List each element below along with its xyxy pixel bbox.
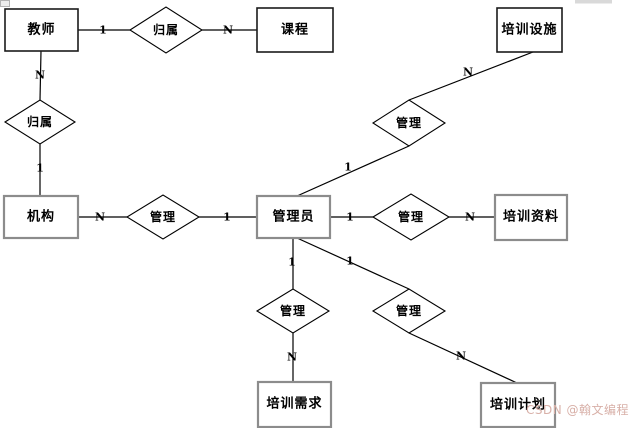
entity-facility xyxy=(496,7,563,53)
corner-artifact xyxy=(0,0,10,7)
cardinality-org-manage1: N xyxy=(95,211,105,224)
entity-course-label: 课程 xyxy=(281,23,309,38)
entity-org xyxy=(2,194,80,240)
entity-material-label: 培训资料 xyxy=(503,209,559,225)
entity-plan xyxy=(479,381,557,428)
cardinality-belong1-course: N xyxy=(223,24,233,37)
entity-course xyxy=(256,7,334,53)
connector-manage5-plan xyxy=(408,332,518,384)
entity-facility-label: 培训设施 xyxy=(501,22,557,38)
relationship-manage1-label: 管理 xyxy=(150,209,176,224)
cardinality-admin-manage4: 1 xyxy=(288,256,296,269)
entity-teacher-label: 教师 xyxy=(26,22,55,38)
cardinality-belong2-org: 1 xyxy=(36,162,44,175)
entity-plan-label: 培训计划 xyxy=(490,397,546,413)
entity-material xyxy=(493,193,569,242)
relationship-belong2-label: 归属 xyxy=(27,114,53,129)
relationship-manage3-label: 管理 xyxy=(396,115,422,130)
cardinality-teacher-belong1: 1 xyxy=(99,24,107,37)
cardinality-manage2-material: N xyxy=(465,211,475,224)
relationship-belong1-label: 归属 xyxy=(153,22,179,37)
cardinality-admin-manage2: 1 xyxy=(346,211,354,224)
entity-need-label: 培训需求 xyxy=(266,396,322,412)
relationship-manage4-label: 管理 xyxy=(280,303,306,318)
relationship-manage2-label: 管理 xyxy=(398,209,424,224)
connector-teacher-belong2 xyxy=(39,50,42,101)
cardinality-admin-manage3: 1 xyxy=(344,161,352,174)
entity-teacher xyxy=(4,8,79,52)
relationship-manage-admin-need xyxy=(255,288,331,334)
connector-manage3-facility xyxy=(408,51,534,101)
entity-org-label: 机构 xyxy=(27,209,55,225)
csdn-watermark: CSDN @翰文编程 xyxy=(526,402,629,417)
entity-need xyxy=(256,380,333,428)
cardinality-manage3-facility: N xyxy=(463,66,473,79)
entity-admin xyxy=(255,194,332,240)
relationship-belong-teacher-org xyxy=(3,99,77,145)
cardinality-admin-manage5: 1 xyxy=(346,255,354,268)
relationship-manage-admin-material xyxy=(371,193,451,241)
relationship-manage5-label: 管理 xyxy=(396,303,422,318)
cardinality-manage1-admin: 1 xyxy=(223,211,231,224)
cardinality-manage5-plan: N xyxy=(456,350,466,363)
cardinality-teacher-belong2: N xyxy=(35,69,45,82)
relationship-manage-admin-plan xyxy=(371,288,447,334)
connector-admin-manage3 xyxy=(296,145,410,197)
relationship-belong-teacher-course xyxy=(128,6,204,54)
cardinality-manage4-need: N xyxy=(287,351,297,364)
relationship-manage-admin-facility xyxy=(371,99,447,147)
connector-admin-manage5 xyxy=(296,237,410,290)
top-right-artifact xyxy=(575,0,612,4)
entity-admin-label: 管理员 xyxy=(272,209,314,225)
relationship-manage-org-admin xyxy=(125,194,201,240)
